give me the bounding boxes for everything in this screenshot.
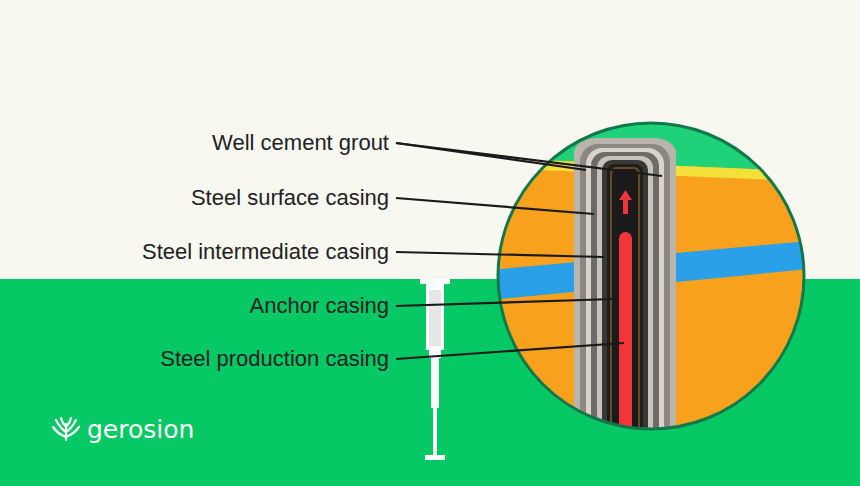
- part-label: Well cement grout: [212, 130, 389, 156]
- magnifier-outline: [498, 123, 804, 429]
- logo-icon: [53, 418, 79, 440]
- watermark: gerosion: [87, 415, 194, 445]
- part-label: Anchor casing: [250, 293, 389, 319]
- cross-section: [490, 115, 820, 452]
- part-label: Steel intermediate casing: [142, 239, 389, 265]
- part-label: Steel production casing: [160, 346, 389, 372]
- leader-lines: [396, 143, 662, 359]
- part-label: Steel surface casing: [191, 185, 389, 211]
